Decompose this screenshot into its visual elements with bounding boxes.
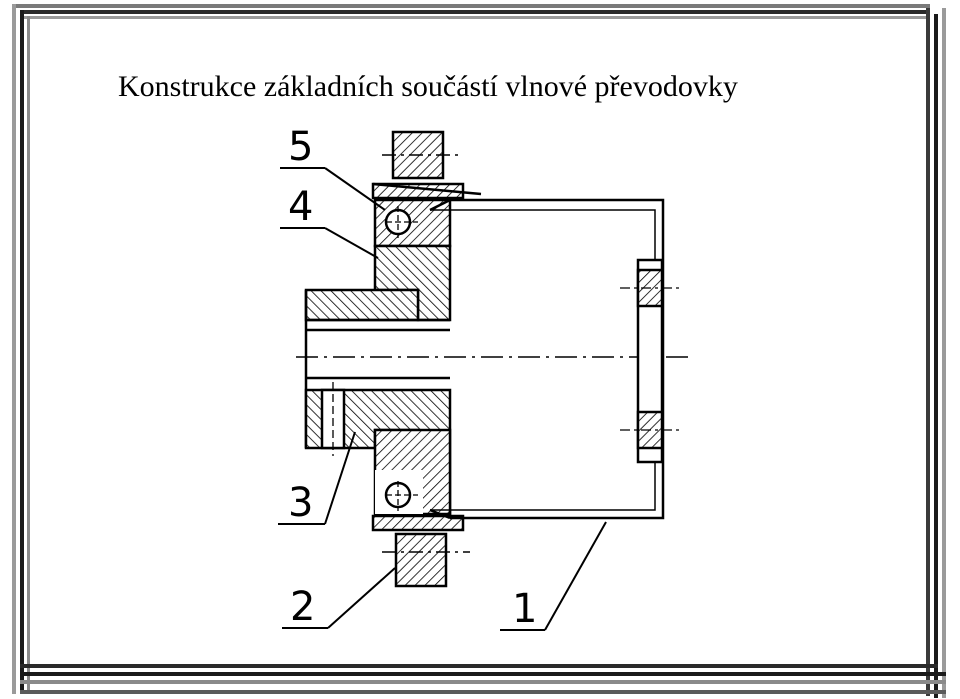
slide-title: Konstrukce základních součástí vlnové př… [118, 70, 738, 103]
part-label-1: 1 [512, 586, 537, 632]
part-labels: 5 4 3 2 1 [288, 124, 537, 632]
part-label-4: 4 [288, 184, 313, 230]
part-label-2: 2 [290, 584, 315, 630]
frame-border [12, 4, 946, 698]
part-label-3: 3 [288, 480, 313, 526]
leader-lines [278, 167, 607, 631]
gearbox-section-drawing [296, 130, 690, 588]
part-label-5: 5 [288, 124, 313, 170]
